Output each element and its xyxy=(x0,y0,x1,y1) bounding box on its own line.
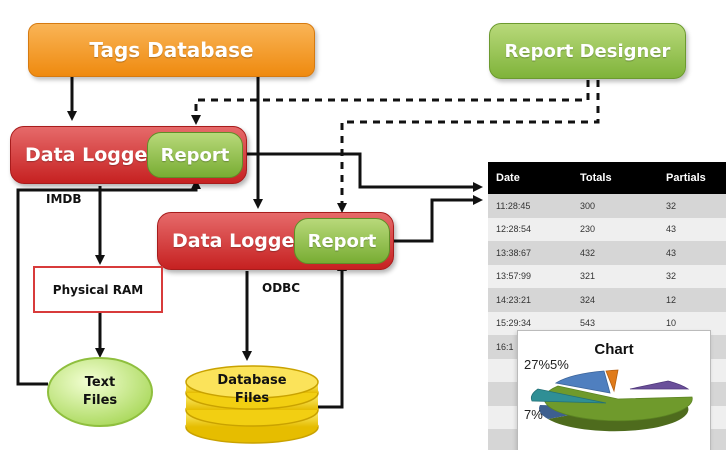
arrow-report1-to-table xyxy=(246,152,483,192)
cell-totals: 432 xyxy=(580,247,596,258)
cell-partials: 43 xyxy=(666,224,677,235)
database-files-line1: Database xyxy=(217,373,287,388)
text-files-line1: Text xyxy=(84,375,116,390)
cell-partials: 32 xyxy=(666,200,677,211)
pie-slice-5 xyxy=(605,369,619,393)
table-row: 14:23:21 324 12 xyxy=(488,288,726,312)
report-1-pill: Report xyxy=(147,132,243,178)
table-row: 12:28:54 230 43 xyxy=(488,217,726,241)
pie-slice-7 xyxy=(531,388,607,404)
col-date-header: Date xyxy=(496,172,520,184)
arrow-dbfiles-to-report2 xyxy=(318,261,347,409)
arrow-textfiles-to-report1 xyxy=(16,179,201,386)
cell-totals: 300 xyxy=(580,200,596,211)
pct-label-5: 5% xyxy=(550,357,569,372)
text-files-label: Text Files xyxy=(60,374,140,410)
cell-partials: 32 xyxy=(666,271,677,282)
cell-totals: 230 xyxy=(580,224,596,235)
tags-database-label: Tags Database xyxy=(89,38,254,62)
odbc-label: ODBC xyxy=(262,281,301,295)
chart-title: Chart xyxy=(594,341,634,358)
cell-partials: 12 xyxy=(666,294,677,305)
pie-chart-3d xyxy=(531,369,693,432)
text-files-line2: Files xyxy=(82,393,118,408)
dashed-designer-to-report2 xyxy=(337,80,600,213)
cell-partials: 10 xyxy=(666,318,677,329)
database-files-label: Database Files xyxy=(202,372,302,408)
cell-date: 16:1 xyxy=(496,341,514,352)
report-designer-label: Report Designer xyxy=(504,40,671,62)
cell-totals: 324 xyxy=(580,294,596,305)
pie-slice-purple xyxy=(629,380,690,390)
tags-database-box: Tags Database xyxy=(28,23,315,77)
cell-date: 12:28:54 xyxy=(496,224,532,235)
physical-ram-box: Physical RAM xyxy=(33,266,163,313)
text-files-node xyxy=(47,357,153,427)
cell-date: 13:57:99 xyxy=(496,271,532,282)
report-1-label: Report xyxy=(160,144,230,166)
table-row: 13:38:67 432 43 xyxy=(488,241,726,265)
cell-partials: 43 xyxy=(666,247,677,258)
report-designer-box: Report Designer xyxy=(489,23,686,79)
cell-date: 11:28:45 xyxy=(496,200,531,211)
database-files-line2: Files xyxy=(234,391,270,406)
physical-ram-label: Physical RAM xyxy=(52,282,144,297)
pie-slice-27 xyxy=(554,370,611,394)
cell-date: 15:29:34 xyxy=(496,318,532,329)
data-logger-1-label: Data Logger xyxy=(25,144,157,166)
pct-label-7: 7% xyxy=(524,407,543,422)
chart-card: Chart 27% 5% 7% xyxy=(517,330,711,450)
table-row: 11:28:45 300 32 xyxy=(488,194,726,218)
col-totals-header: Totals xyxy=(580,172,612,184)
database-files-node xyxy=(185,365,319,444)
pct-label-27: 27% xyxy=(524,357,551,372)
table-row: 15:29:34 543 10 xyxy=(488,311,726,335)
cell-date: 14:23:21 xyxy=(496,294,532,305)
report-2-pill: Report xyxy=(294,218,390,264)
cell-date: 13:38:67 xyxy=(496,247,532,258)
imdb-label: IMDB xyxy=(46,192,82,206)
data-logger-2-label: Data Logger xyxy=(172,230,304,252)
cell-totals: 543 xyxy=(580,318,596,329)
table-row: 13:57:99 321 32 xyxy=(488,264,726,288)
report-2-label: Report xyxy=(307,230,377,252)
dashed-designer-to-report1 xyxy=(191,80,590,125)
cell-totals: 321 xyxy=(580,271,596,282)
arrow-report2-to-table xyxy=(394,195,483,243)
col-partials-header: Partials xyxy=(666,172,706,184)
report-table-header: Date Totals Partials xyxy=(488,162,726,194)
